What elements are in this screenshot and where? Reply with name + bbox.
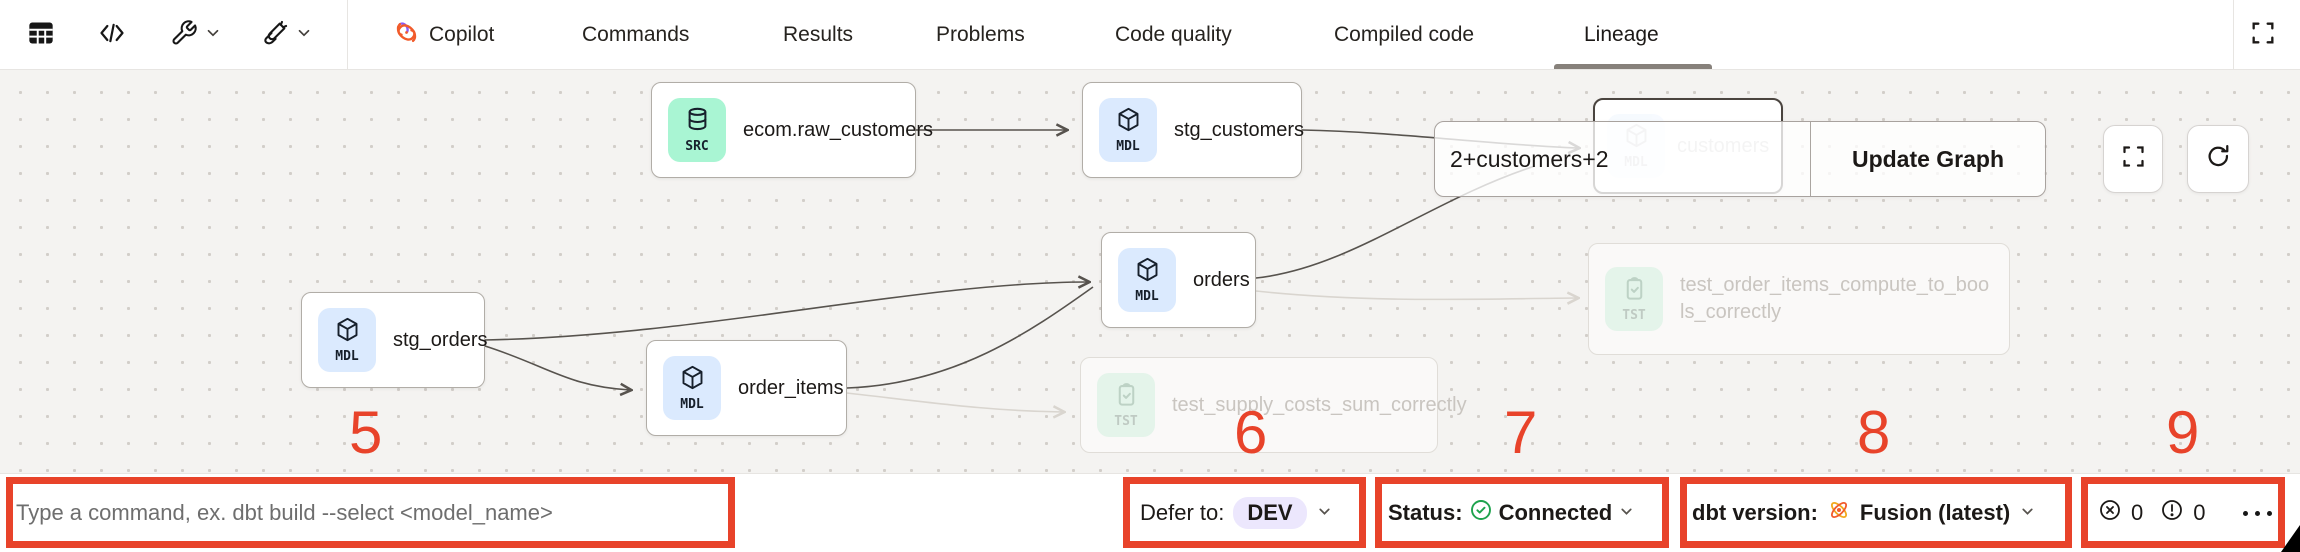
node-stg-customers[interactable]: MDL stg_customers	[1082, 82, 1305, 178]
model-badge: MDL	[1099, 98, 1157, 162]
warning-circle-icon	[2160, 498, 2184, 528]
badge-label: MDL	[1135, 289, 1159, 304]
connection-status-dropdown[interactable]: Status: Connected	[1388, 474, 1635, 552]
tab-label: Copilot	[429, 23, 495, 46]
fullscreen-icon	[2249, 19, 2277, 52]
node-ecom-raw-customers[interactable]: SRC ecom.raw_customers	[651, 82, 933, 178]
cube-icon	[1115, 106, 1142, 138]
copilot-knot-icon	[393, 19, 420, 52]
database-icon	[684, 106, 711, 138]
tab-label: Commands	[582, 23, 690, 46]
chevron-down-icon	[1618, 500, 1635, 526]
update-graph-button[interactable]: Update Graph	[1810, 122, 2045, 196]
defer-to-dropdown[interactable]: Defer to: DEV	[1140, 474, 1333, 552]
status-bar: Defer to: DEV Status: Connected dbt vers…	[0, 473, 2300, 552]
tab-copilot[interactable]: Copilot	[393, 0, 494, 70]
node-label: stg_orders	[393, 328, 488, 351]
node-label: order_items	[738, 376, 844, 399]
status-label: Status:	[1388, 500, 1463, 525]
dbt-version-dropdown[interactable]: dbt version: Fusion (latest)	[1692, 474, 2036, 552]
source-badge: SRC	[668, 98, 726, 162]
tab-problems[interactable]: Problems	[936, 0, 1025, 70]
tab-label: Code quality	[1115, 23, 1232, 46]
defer-label: Defer to:	[1140, 500, 1225, 525]
version-value: Fusion (latest)	[1859, 500, 2011, 525]
node-orders[interactable]: MDL orders	[1101, 232, 1256, 328]
node-test-order-items-compute-to-bools-correctly[interactable]: TST test_order_items_compute_to_bools_co…	[1588, 243, 2010, 355]
chevron-down-icon[interactable]	[204, 24, 222, 47]
model-badge: MDL	[663, 356, 721, 420]
clipboard-check-icon	[1621, 275, 1648, 307]
badge-label: MDL	[335, 349, 359, 364]
cleanup-tools-button[interactable]	[261, 0, 313, 70]
table-icon	[27, 19, 55, 52]
chevron-down-icon	[2019, 500, 2036, 526]
tab-label: Lineage	[1584, 23, 1659, 46]
badge-label: TST	[1114, 414, 1138, 429]
tab-commands[interactable]: Commands	[582, 0, 689, 70]
defer-value-pill: DEV	[1233, 497, 1307, 529]
node-label: test_order_items_compute_to_bools_correc…	[1680, 274, 1990, 323]
badge-label: MDL	[1116, 139, 1140, 154]
test-badge: TST	[1605, 267, 1663, 331]
node-label: ecom.raw_customers	[743, 118, 934, 141]
badge-label: TST	[1622, 308, 1646, 323]
fit-view-icon	[2120, 143, 2147, 175]
tab-label: Problems	[936, 23, 1025, 46]
problem-counts[interactable]: 0 0	[2098, 474, 2272, 552]
tab-label: Compiled code	[1334, 23, 1475, 46]
command-input[interactable]	[16, 474, 716, 552]
cube-icon	[1134, 256, 1161, 288]
more-options-icon[interactable]	[2242, 510, 2272, 516]
error-circle-icon	[2098, 498, 2122, 528]
model-badge: MDL	[318, 308, 376, 372]
tab-code-quality[interactable]: Code quality	[1115, 0, 1232, 70]
badge-label: SRC	[685, 139, 709, 154]
build-tools-button[interactable]	[170, 0, 222, 70]
check-circle-icon	[1469, 498, 1493, 528]
node-order-items[interactable]: MDL order_items	[646, 340, 847, 436]
chevron-down-icon[interactable]	[295, 24, 313, 47]
fit-view-button[interactable]	[2103, 125, 2163, 193]
warning-count: 0	[2193, 500, 2206, 525]
badge-label: MDL	[680, 397, 704, 412]
panel-toolbar: Copilot Commands Results Problems Code q…	[0, 0, 2300, 70]
active-tab-underline	[1554, 64, 1712, 69]
cube-icon	[679, 364, 706, 396]
tab-label: Results	[783, 23, 854, 46]
expand-panel-button[interactable]	[2249, 0, 2277, 70]
node-stg-orders[interactable]: MDL stg_orders	[301, 292, 488, 388]
lineage-selector-bar: 2+customers+2 Update Graph	[1434, 121, 2046, 197]
table-view-button[interactable]	[27, 0, 55, 70]
lineage-graph-canvas[interactable]: SRC ecom.raw_customers MDL stg_customers…	[0, 70, 2300, 473]
code-view-button[interactable]	[98, 0, 126, 70]
test-badge: TST	[1097, 373, 1155, 437]
toolbar-divider	[2233, 0, 2234, 70]
chevron-down-icon	[1316, 500, 1333, 526]
node-test-supply-costs-sum-correctly[interactable]: TST test_supply_costs_sum_correctly	[1080, 357, 1467, 453]
node-label: test_supply_costs_sum_correctly	[1172, 393, 1467, 416]
toolbar-divider	[347, 0, 348, 70]
refresh-graph-button[interactable]	[2187, 125, 2249, 193]
status-value: Connected	[1498, 500, 1613, 525]
node-label: orders	[1193, 268, 1250, 291]
version-label: dbt version:	[1692, 500, 1818, 525]
model-badge: MDL	[1118, 248, 1176, 312]
atom-icon	[1827, 498, 1851, 528]
clipboard-check-icon	[1113, 381, 1140, 413]
lineage-selector-input[interactable]: 2+customers+2	[1450, 145, 1609, 172]
broom-icon	[261, 19, 289, 52]
code-icon	[98, 19, 126, 52]
error-count: 0	[2131, 500, 2144, 525]
cube-icon	[334, 316, 361, 348]
tab-lineage-active[interactable]: Lineage	[1584, 0, 1659, 70]
node-label: stg_customers	[1174, 118, 1305, 141]
wrench-icon	[170, 19, 198, 52]
refresh-icon	[2205, 143, 2232, 175]
tab-results[interactable]: Results	[783, 0, 853, 70]
tab-compiled-code[interactable]: Compiled code	[1334, 0, 1474, 70]
